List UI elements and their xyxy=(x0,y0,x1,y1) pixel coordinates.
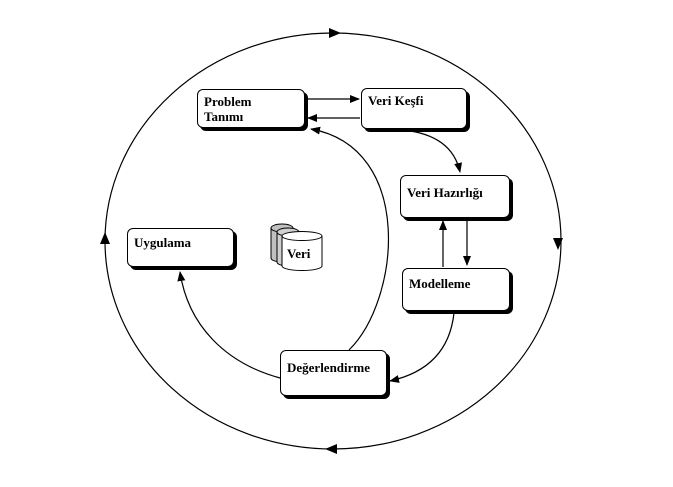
node-problem-definition: Problem Tanımı xyxy=(197,89,305,128)
node-deployment-label: Uygulama xyxy=(134,235,192,250)
outer-arrow-bottom xyxy=(325,444,337,454)
outer-arrow-left xyxy=(100,232,110,244)
data-cylinder-icon xyxy=(270,223,323,271)
node-evaluation: Değerlendirme xyxy=(280,350,387,396)
node-deployment: Uygulama xyxy=(127,228,234,267)
node-data-preparation: Veri Hazırlığı xyxy=(400,175,510,218)
node-model-label: Modelleme xyxy=(409,276,471,291)
node-problem-line2: Tanımı xyxy=(204,109,244,124)
node-evaluation-label: Değerlendirme xyxy=(287,360,371,375)
node-modeling: Modelleme xyxy=(402,268,510,311)
arrow-explore-to-prep xyxy=(402,129,463,173)
outer-arrow-top xyxy=(329,28,341,38)
node-problem-line1: Problem xyxy=(204,94,252,109)
node-data-exploration: Veri Keşfi xyxy=(361,88,467,129)
outer-arrow-right xyxy=(553,238,563,250)
arrow-evaluation-to-deployment xyxy=(177,271,281,379)
node-prep-label: Veri Hazırlığı xyxy=(407,185,483,200)
data-label: Veri xyxy=(287,246,311,261)
arrow-model-to-evaluation xyxy=(389,312,455,383)
node-explore-label: Veri Keşfi xyxy=(368,93,424,108)
arrow-evaluation-to-problem xyxy=(310,126,390,351)
